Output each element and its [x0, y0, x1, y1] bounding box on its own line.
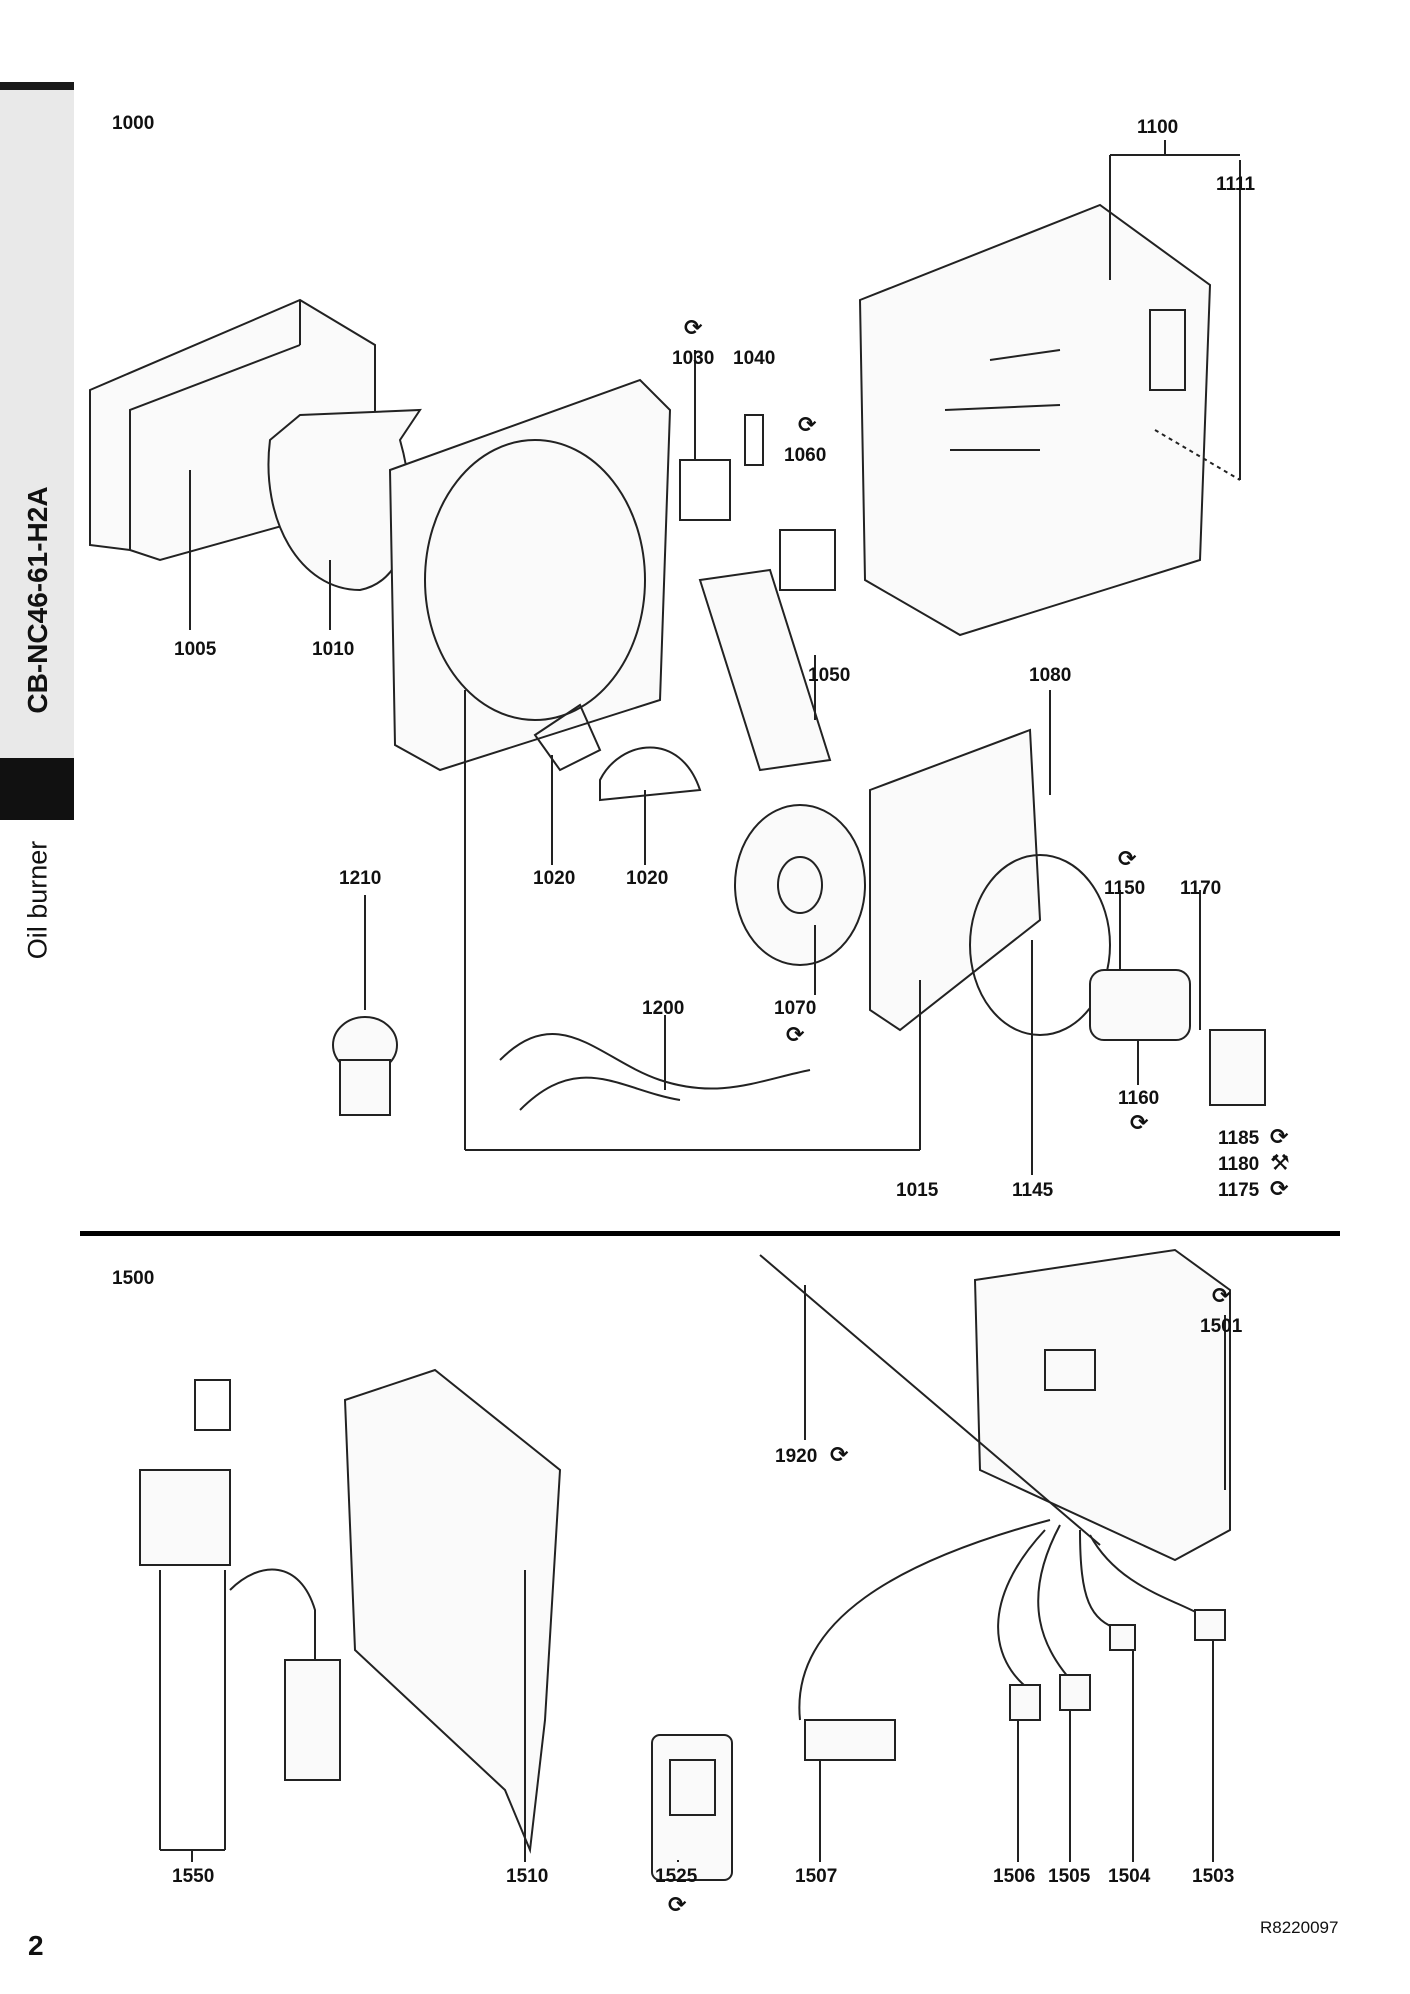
assembly-number-lower: 1500 — [112, 1268, 155, 1289]
part-label: 1080 — [1029, 665, 1072, 686]
part-label: 1005 — [174, 639, 217, 660]
part-label: 1040 — [733, 348, 776, 369]
part-label: 1506 — [993, 1866, 1036, 1887]
part-label: 1200 — [642, 998, 685, 1019]
part-label: 1160 — [1118, 1088, 1160, 1109]
rotate-arrows-icon: ⟳ — [798, 412, 817, 437]
sidebar-top-rule — [0, 82, 74, 90]
sidebar-marker — [0, 758, 74, 820]
part-label: 1920 — [775, 1446, 818, 1467]
part-label: 1505 — [1048, 1866, 1091, 1887]
section-divider — [80, 1231, 1340, 1236]
part-label: 1010 — [312, 639, 355, 660]
rotate-arrows-icon: ⟳ — [1270, 1176, 1289, 1201]
part-label: 1170 — [1180, 878, 1222, 899]
part-label: 1210 — [339, 868, 382, 889]
part-label: 1507 — [795, 1866, 838, 1887]
part-label: 1501 — [1200, 1316, 1243, 1337]
part-label: 1070 — [774, 998, 817, 1019]
part-label: 1503 — [1192, 1866, 1235, 1887]
part-label: 1510 — [506, 1866, 549, 1887]
rotate-arrows-icon: ⟳ — [668, 1892, 687, 1917]
assembly-number-upper: 1000 — [112, 113, 155, 134]
rotate-arrows-icon: ⟳ — [830, 1442, 849, 1467]
part-label: 1525 — [655, 1866, 698, 1887]
sidebar-band — [0, 90, 74, 758]
rotate-arrows-icon: ⟳ — [1130, 1110, 1149, 1135]
part-label: 1180 — [1218, 1154, 1260, 1175]
part-label: 1175 — [1218, 1180, 1260, 1201]
drawing-reference: R8220097 — [1260, 1918, 1339, 1937]
part-label: 1111 — [1216, 174, 1256, 195]
part-label: 1100 — [1137, 117, 1179, 138]
part-label: 1150 — [1104, 878, 1146, 899]
page-number: 2 — [28, 1930, 44, 1961]
rotate-arrows-icon: ⟳ — [1118, 846, 1137, 871]
part-label: 1504 — [1108, 1866, 1151, 1887]
part-label: 1145 — [1012, 1180, 1054, 1201]
part-label: 1020 — [626, 868, 669, 889]
part-label: 1550 — [172, 1866, 215, 1887]
part-label: 1030 — [672, 348, 715, 369]
rotate-arrows-icon: ⟳ — [1212, 1283, 1231, 1308]
part-label: 1050 — [808, 665, 851, 686]
part-label: 1060 — [784, 445, 827, 466]
part-label: 1015 — [896, 1180, 939, 1201]
wrench-icon: ⚒ — [1270, 1150, 1290, 1175]
part-label: 1185 — [1218, 1128, 1260, 1149]
rotate-arrows-icon: ⟳ — [684, 315, 703, 340]
part-label: 1020 — [533, 868, 576, 889]
rotate-arrows-icon: ⟳ — [786, 1022, 805, 1047]
rotate-arrows-icon: ⟳ — [1270, 1124, 1289, 1149]
